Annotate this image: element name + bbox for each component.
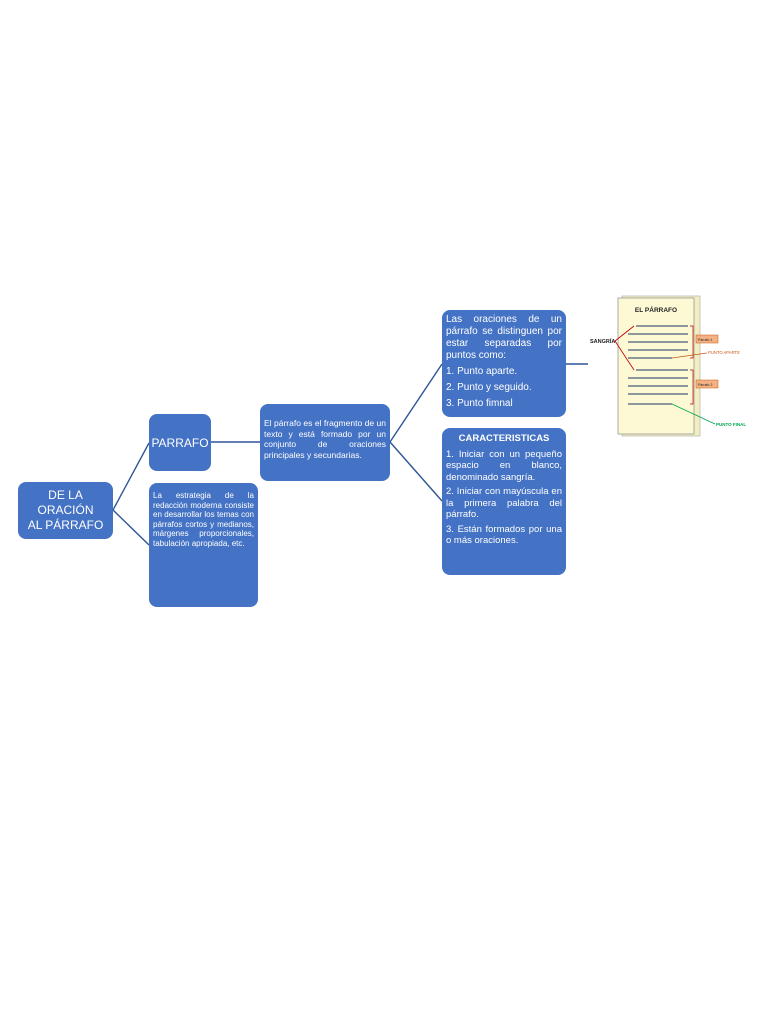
- tag-parrafo-2-text: Párrafo 2: [698, 383, 712, 387]
- paragraph-1-lines: [628, 325, 688, 359]
- tag-parrafo-1: [695, 334, 719, 344]
- caracteristicas-node: CARACTERISTICAS 1. Iniciar con un pequeñ…: [442, 428, 566, 575]
- sangria-arrows: [614, 325, 635, 371]
- punto-aparte-arrow: [671, 352, 708, 359]
- connector-definicion-caract: [389, 441, 443, 502]
- tag-brackets: [690, 325, 694, 405]
- caracteristicas-item: 1. Iniciar con un pequeño espacio en bla…: [446, 448, 562, 483]
- page-sheet: [617, 297, 695, 435]
- connector-root-parrafo: [112, 442, 150, 511]
- oraciones-item: 1. Punto aparte.: [446, 366, 518, 377]
- oraciones-node: Las oraciones de un párrafo se distingue…: [442, 310, 566, 417]
- punto-final-label: PUNTO FINAL: [716, 422, 746, 427]
- caracteristicas-item: 3. Están formados por una o más oracione…: [446, 523, 562, 547]
- root-title-line1: DE LA ORACIÓN: [37, 488, 94, 517]
- paragraph-illustration: EL PÁRRAFO SANGRÍA Párrafo 1 Párrafo 2 P…: [590, 295, 746, 437]
- root-title-line2: AL PÁRRAFO: [27, 518, 104, 532]
- tag-parrafo-2: [695, 379, 719, 389]
- oraciones-item: 2. Punto y seguido.: [446, 382, 532, 393]
- estrategia-node: La estrategia de la redacción moderna co…: [149, 483, 258, 607]
- sangria-label: SANGRÍA: [590, 337, 615, 345]
- figure-title: EL PÁRRAFO: [635, 305, 677, 314]
- punto-final-arrow: [671, 403, 716, 425]
- tag-parrafo-1-text: Párrafo 1: [698, 338, 712, 342]
- connector-root-estrategia: [112, 509, 150, 546]
- oraciones-item: 3. Punto fimnal: [446, 398, 513, 409]
- definicion-text: El párrafo es el fragmento de un texto y…: [264, 418, 386, 460]
- caracteristicas-item: 2. Iniciar con mayúscula en la primera p…: [446, 486, 562, 520]
- punto-aparte-label: PUNTO APARTE: [708, 350, 740, 355]
- root-node: DE LA ORACIÓN AL PÁRRAFO: [18, 482, 113, 539]
- parrafo-label: PARRAFO: [151, 435, 209, 450]
- paragraph-2-lines: [628, 369, 688, 405]
- definicion-node: El párrafo es el fragmento de un texto y…: [260, 404, 390, 481]
- caracteristicas-title: CARACTERISTICAS: [458, 433, 550, 444]
- parrafo-node: PARRAFO: [149, 414, 211, 471]
- estrategia-text: La estrategia de la redacción moderna co…: [153, 491, 254, 548]
- oraciones-intro: Las oraciones de un párrafo se distingue…: [446, 314, 562, 361]
- connector-definicion-oraciones: [389, 363, 443, 443]
